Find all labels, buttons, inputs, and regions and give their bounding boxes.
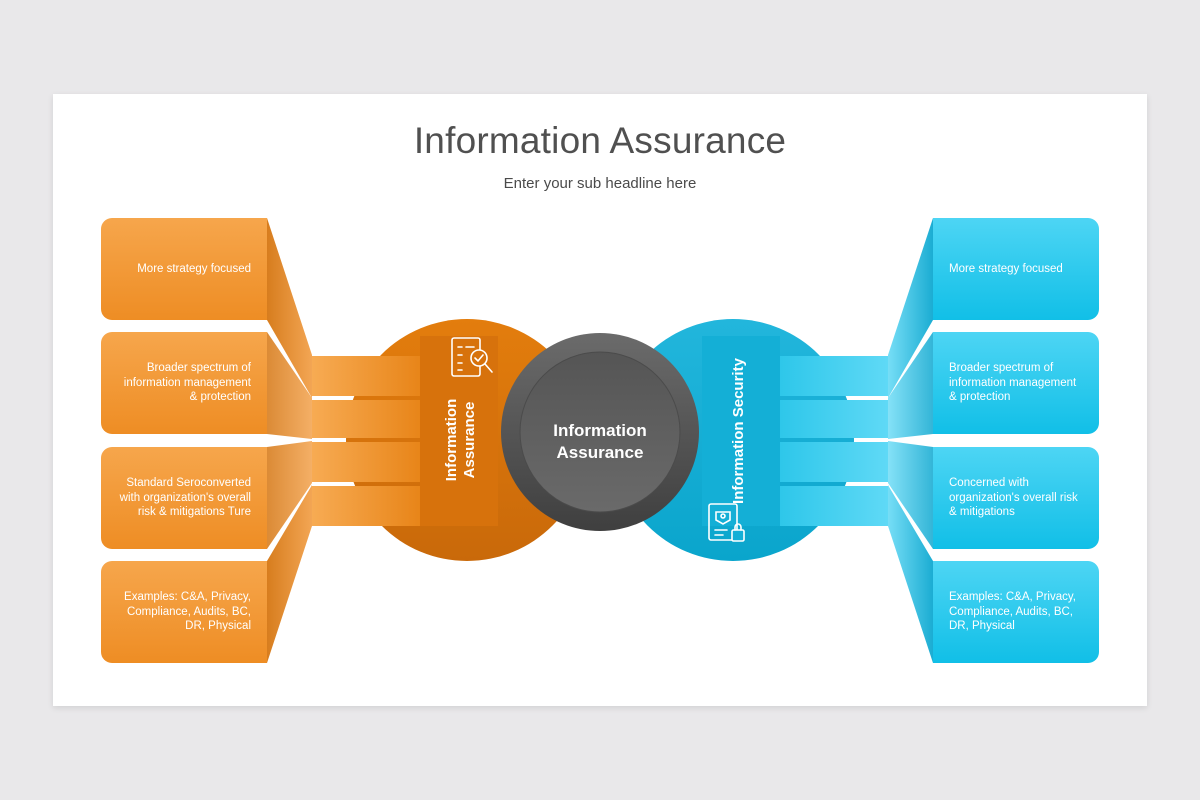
center-circle-inner — [519, 351, 681, 513]
right-box-2-text: Broader spectrum of information manageme… — [949, 362, 1077, 404]
left-box-1-text: More strategy focused — [137, 262, 251, 275]
right-box-4: Examples: C&A, Privacy, Compliance, Audi… — [933, 561, 1099, 663]
right-box-3-text: Concerned with organization's overall ri… — [949, 477, 1078, 519]
right-connectors — [888, 218, 933, 663]
right-box-3: Concerned with organization's overall ri… — [933, 447, 1099, 549]
right-box-4-text: Examples: C&A, Privacy, Compliance, Audi… — [949, 591, 1076, 633]
left-box-3: Standard Seroconverted with organization… — [101, 447, 267, 549]
left-bands — [312, 356, 420, 526]
page-title: Information Assurance — [413, 120, 787, 161]
right-circle-label: Information Security — [730, 358, 747, 504]
left-box-2: Broader spectrum of information manageme… — [101, 332, 267, 434]
left-connectors — [267, 218, 312, 663]
user-document-lock-icon — [708, 503, 745, 542]
left-box-4-text: Examples: C&A, Privacy, Compliance, Audi… — [124, 591, 251, 633]
right-box-1: More strategy focused — [933, 218, 1099, 320]
right-box-1-text: More strategy focused — [949, 262, 1063, 275]
left-circle-label: Information Assurance — [443, 398, 478, 482]
left-box-2-text: Broader spectrum of information manageme… — [123, 362, 251, 404]
right-bands — [780, 356, 888, 526]
right-box-2: Broader spectrum of information manageme… — [933, 332, 1099, 434]
checklist-magnifier-icon — [451, 337, 493, 377]
page-subtitle: Enter your sub headline here — [503, 175, 697, 192]
center-circle-label: Information Assurance — [553, 421, 647, 462]
left-box-3-text: Standard Seroconverted with organization… — [119, 477, 251, 519]
left-label-strip — [420, 336, 498, 526]
right-label-strip — [702, 336, 780, 526]
left-box-1: More strategy focused — [101, 218, 267, 320]
left-box-4: Examples: C&A, Privacy, Compliance, Audi… — [101, 561, 267, 663]
